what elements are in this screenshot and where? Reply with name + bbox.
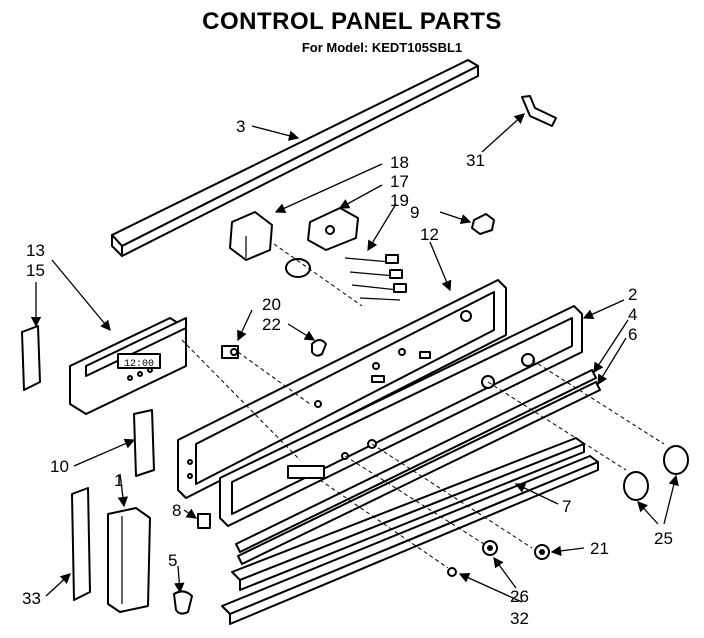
callout-25: 25 [654,529,673,548]
callout-6: 6 [628,325,637,344]
switch-18 [229,211,273,261]
callout-3: 3 [236,117,245,136]
block-8 [197,513,211,529]
callout-20: 20 [262,295,281,314]
back-panel-12 [177,279,507,499]
switch-20 [221,345,239,359]
callout-numbers: 3 18 17 19 31 9 12 13 15 2 4 6 20 22 10 … [22,117,673,628]
callout-7: 7 [562,497,571,516]
callout-5: 5 [168,551,177,570]
callout-8: 8 [172,501,181,520]
callout-9: 9 [410,203,419,222]
clip-22 [311,339,327,357]
clock-module-13: 12:00 [69,317,187,415]
bracket-31 [521,95,557,127]
knobs-25 [623,445,689,501]
clip-9 [471,213,495,235]
top-trim-rail [111,59,479,257]
callout-1: 1 [114,471,123,490]
page-title: CONTROL PANEL PARTS [202,8,502,35]
switch-17 [307,207,359,251]
model-subtitle: For Model: KEDT105SBL1 [301,40,463,55]
callout-17: 17 [390,172,409,191]
bracket-10 [133,409,155,477]
callout-32: 32 [510,609,529,628]
assembly-lines [181,243,665,569]
trim-strips-4-6 [235,369,601,565]
insert-21 [534,544,550,560]
screw-32 [447,567,457,577]
bottom-trim-rail [221,455,599,625]
wire-harness-19 [285,254,407,301]
side-panel-33 [71,487,91,601]
callout-2: 2 [628,285,637,304]
callout-26: 26 [510,587,529,606]
support-bracket-1 [107,507,151,613]
callout-18: 18 [390,153,409,172]
callout-31: 31 [466,151,485,170]
insert-26 [482,540,498,556]
callout-19: 19 [390,191,409,210]
clock-display-text: 12:00 [124,359,154,370]
front-panel-2 [219,305,583,527]
knob-5 [173,590,193,615]
bracket-15 [21,325,41,391]
callout-12: 12 [420,225,439,244]
callout-4: 4 [628,305,637,324]
lower-trim-7 [231,437,585,591]
callout-21: 21 [590,539,609,558]
callout-15: 15 [26,261,45,280]
callout-10: 10 [50,457,69,476]
callout-22: 22 [262,315,281,334]
callout-13: 13 [26,241,45,260]
leader-lines [30,113,679,603]
callout-33: 33 [22,589,41,608]
